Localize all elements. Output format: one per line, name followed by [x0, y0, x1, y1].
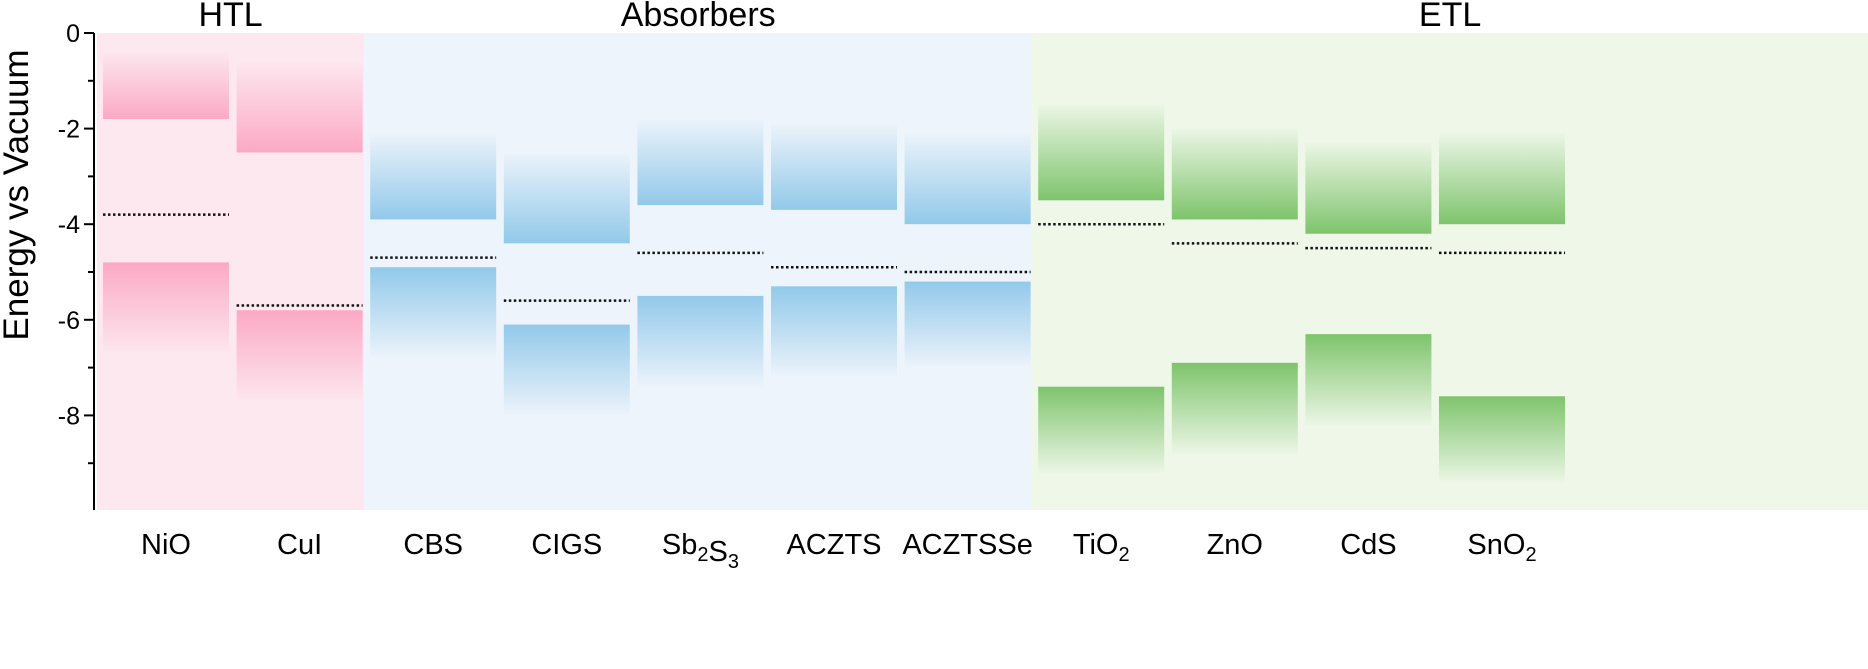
material-label-cds: CdS	[1340, 529, 1396, 561]
y-axis-title: Energy vs Vacuum	[0, 49, 36, 340]
material-label-aczts: ACZTS	[786, 529, 881, 561]
valence-band-cds	[1305, 334, 1432, 425]
conduction-band-nio	[103, 52, 229, 120]
material-label-cbs: CBS	[403, 529, 463, 561]
bands	[103, 52, 1565, 483]
valence-band-acztsse	[904, 281, 1031, 368]
valence-band-sno2	[1439, 396, 1565, 483]
valence-band-aczts	[771, 286, 897, 378]
conduction-band-tio2	[1038, 104, 1165, 201]
conduction-band-cbs	[370, 133, 497, 220]
conduction-band-sb2s3	[637, 119, 764, 206]
material-label-sno2: SnO2	[1467, 529, 1536, 566]
conduction-band-cigs	[503, 152, 630, 244]
valence-band-sb2s3	[637, 295, 764, 387]
y-tick-label: -8	[58, 402, 80, 430]
material-label-tio2: TiO2	[1073, 529, 1130, 566]
y-tick-label: -4	[58, 211, 80, 239]
valence-band-tio2	[1038, 386, 1165, 473]
material-label-cui: CuI	[277, 529, 322, 561]
valence-band-nio	[103, 262, 229, 354]
material-label-cigs: CIGS	[531, 529, 602, 561]
material-labels: NiO CuI CBS CIGS Sb2S3 ACZTS ACZTSSe TiO2 ZnO CdS…	[141, 529, 1537, 573]
material-label-nio: NiO	[141, 529, 191, 561]
valence-band-zno	[1171, 362, 1298, 454]
y-tick-label: 0	[66, 20, 80, 48]
valence-band-cigs	[503, 324, 630, 416]
material-label-acztsse: ACZTSSe	[902, 529, 1033, 561]
group-title-htl: HTL	[198, 0, 262, 34]
material-label-zno: ZnO	[1207, 529, 1263, 561]
fermi-levels	[103, 213, 1565, 307]
conduction-band-cui	[236, 61, 363, 153]
valence-band-cui	[236, 310, 363, 402]
group-title-absorbers: Absorbers	[621, 0, 776, 34]
group-backgrounds	[97, 33, 1868, 510]
conduction-band-aczts	[771, 123, 897, 210]
valence-band-cbs	[370, 267, 497, 359]
y-tick-label: -2	[58, 116, 80, 144]
group-titles: HTL Absorbers ETL	[198, 0, 1481, 34]
y-tick-label: -6	[58, 307, 80, 335]
conduction-band-cds	[1305, 142, 1432, 234]
group-title-etl: ETL	[1419, 0, 1481, 34]
conduction-band-zno	[1171, 128, 1298, 220]
y-ticks: 0 -2 -4 -6 -8	[58, 20, 94, 465]
conduction-band-acztsse	[904, 133, 1031, 225]
conduction-band-sno2	[1439, 133, 1565, 225]
material-label-sb2s3: Sb2S3	[662, 529, 739, 573]
